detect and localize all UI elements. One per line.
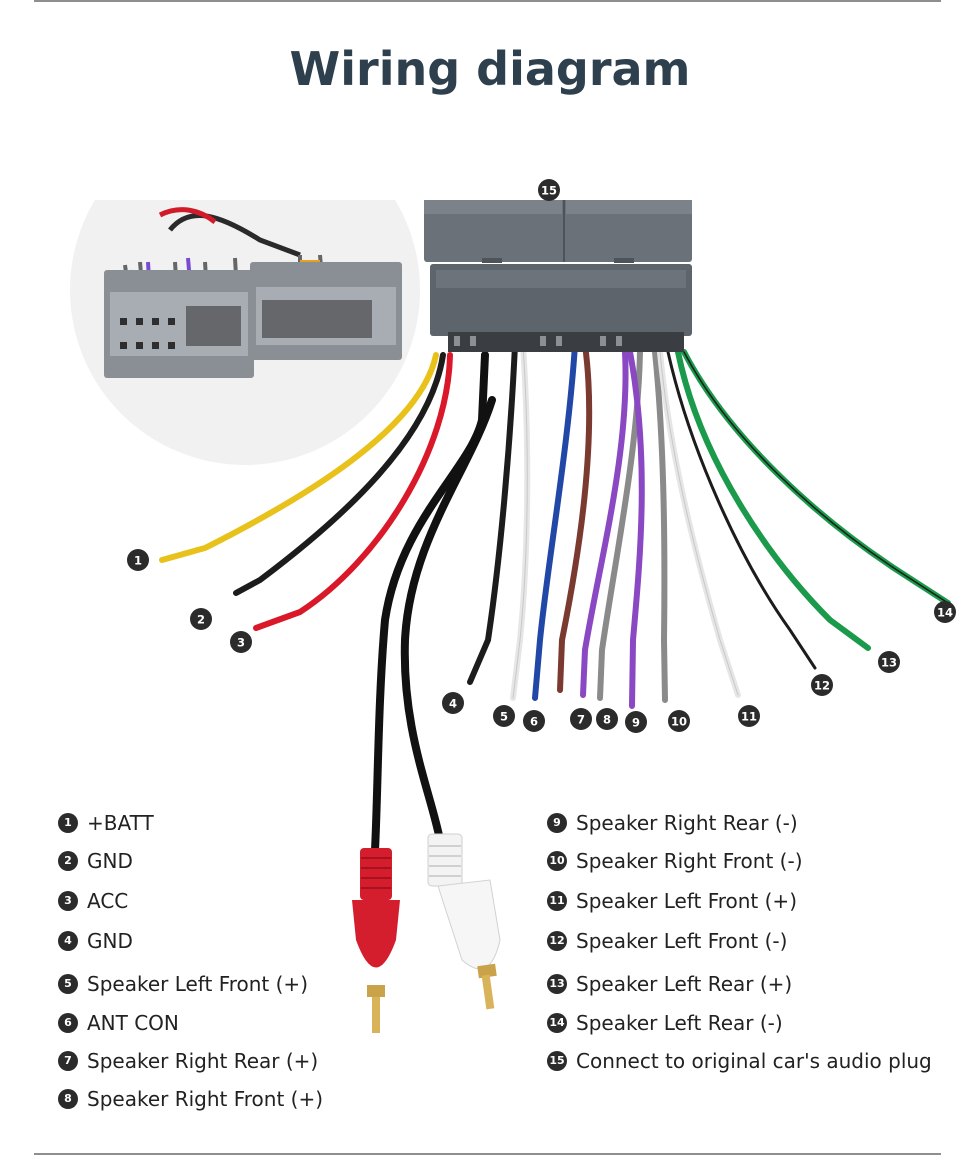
wire-7-brown	[557, 342, 593, 693]
callout-8: 8	[596, 708, 618, 730]
svg-text:1: 1	[134, 554, 142, 568]
legend-badge: 6	[58, 1012, 78, 1033]
legend-badge: 3	[58, 890, 78, 911]
svg-text:6: 6	[530, 715, 538, 729]
legend-item-1: 1 +BATT	[58, 810, 154, 836]
legend-badge: 12	[547, 930, 567, 951]
wire-3-red	[253, 352, 453, 631]
legend-item-13: 13 Speaker Left Rear (+)	[547, 971, 792, 997]
svg-text:5: 5	[500, 710, 508, 724]
callout-3: 3	[230, 631, 252, 653]
svg-text:2: 2	[197, 613, 205, 627]
legend-badge: 5	[58, 973, 78, 994]
svg-text:7: 7	[577, 713, 585, 727]
legend-label: GND	[87, 929, 133, 953]
callout-13: 13	[878, 651, 900, 673]
legend-label: ACC	[87, 889, 129, 913]
vehicle-socket-inset	[70, 200, 420, 465]
callout-4: 4	[442, 692, 464, 714]
legend-item-6: 6 ANT CON	[58, 1010, 179, 1036]
svg-text:15: 15	[541, 184, 557, 198]
callout-5: 5	[493, 705, 515, 727]
wire-11-white	[657, 349, 741, 698]
legend-label: Connect to original car's audio plug	[576, 1049, 932, 1073]
legend-label: Speaker Left Rear (+)	[576, 972, 793, 996]
callout-11: 11	[738, 705, 760, 727]
legend-item-3: 3 ACC	[58, 888, 128, 914]
wire-4-black	[467, 342, 518, 685]
legend-badge: 15	[547, 1050, 567, 1071]
wire-6-blue	[532, 342, 578, 701]
svg-text:8: 8	[603, 713, 611, 727]
legend-item-9: 9 Speaker Right Rear (-)	[547, 810, 798, 836]
callout-1: 1	[127, 549, 149, 571]
svg-text:12: 12	[814, 679, 830, 693]
legend-item-10: 10 Speaker Right Front (-)	[547, 848, 803, 874]
callout-12: 12	[811, 674, 833, 696]
legend-item-5: 5 Speaker Left Front (+)	[58, 971, 308, 997]
harness-connector	[424, 200, 692, 352]
legend-label: +BATT	[87, 811, 154, 835]
callout-7: 7	[570, 708, 592, 730]
legend-badge: 10	[547, 850, 567, 871]
svg-text:11: 11	[741, 710, 757, 724]
legend-label: Speaker Left Front (-)	[576, 929, 788, 953]
rca-white-plug	[427, 833, 501, 1010]
legend-badge: 13	[547, 973, 567, 994]
legend-label: Speaker Left Front (+)	[576, 889, 797, 913]
legend-item-7: 7 Speaker Right Rear (+)	[58, 1048, 318, 1074]
legend-item-4: 4 GND	[58, 928, 133, 954]
callout-15: 15	[538, 179, 560, 201]
wire-2-black	[233, 352, 446, 596]
wire-10b-gray	[652, 349, 668, 703]
callout-badges: 15 1 2 3 4 5 6 7 8 9 10 11 12 13 14	[127, 179, 956, 733]
callout-9: 9	[625, 711, 647, 733]
legend-label: Speaker Right Front (+)	[87, 1087, 324, 1111]
legend-item-12: 12 Speaker Left Front (-)	[547, 928, 787, 954]
legend-badge: 14	[547, 1012, 567, 1033]
legend-item-8: 8 Speaker Right Front (+)	[58, 1086, 323, 1112]
svg-text:4: 4	[449, 697, 457, 711]
legend-label: Speaker Left Front (+)	[87, 972, 308, 996]
legend-badge: 8	[58, 1088, 78, 1109]
svg-text:14: 14	[937, 606, 953, 620]
legend-label: Speaker Right Rear (+)	[87, 1049, 319, 1073]
wire-10-purple	[627, 349, 645, 709]
wire-harness	[159, 342, 951, 854]
wire-12-black	[666, 350, 817, 670]
legend-badge: 11	[547, 890, 567, 911]
legend-label: ANT CON	[87, 1011, 179, 1035]
svg-text:13: 13	[881, 656, 897, 670]
rca-red-plug	[352, 848, 400, 1033]
page-title: Wiring diagram	[289, 42, 691, 96]
top-divider	[34, 0, 941, 2]
wire-8-purple	[580, 349, 629, 698]
svg-text:10: 10	[671, 715, 687, 729]
wire-13-green	[675, 349, 871, 651]
legend-badge: 2	[58, 850, 78, 871]
legend-item-15: 15 Connect to original car's audio plug	[547, 1048, 932, 1074]
bottom-divider	[34, 1153, 941, 1155]
svg-text:9: 9	[632, 716, 640, 730]
wire-1-yellow	[159, 352, 439, 563]
callout-10: 10	[668, 710, 690, 732]
legend-item-14: 14 Speaker Left Rear (-)	[547, 1010, 783, 1036]
legend-badge: 7	[58, 1050, 78, 1071]
legend-label: Speaker Left Rear (-)	[576, 1011, 783, 1035]
rca-white-cable	[400, 396, 496, 844]
legend-label: GND	[87, 849, 133, 873]
callout-6: 6	[523, 710, 545, 732]
legend-badge: 4	[58, 930, 78, 951]
legend-item-11: 11 Speaker Left Front (+)	[547, 888, 797, 914]
callout-2: 2	[190, 608, 212, 630]
legend-item-2: 2 GND	[58, 848, 133, 874]
legend-badge: 9	[547, 812, 567, 833]
legend-badge: 1	[58, 812, 78, 833]
callout-14: 14	[934, 601, 956, 623]
svg-text:3: 3	[237, 636, 245, 650]
legend-label: Speaker Right Rear (-)	[576, 811, 798, 835]
legend-label: Speaker Right Front (-)	[576, 849, 803, 873]
